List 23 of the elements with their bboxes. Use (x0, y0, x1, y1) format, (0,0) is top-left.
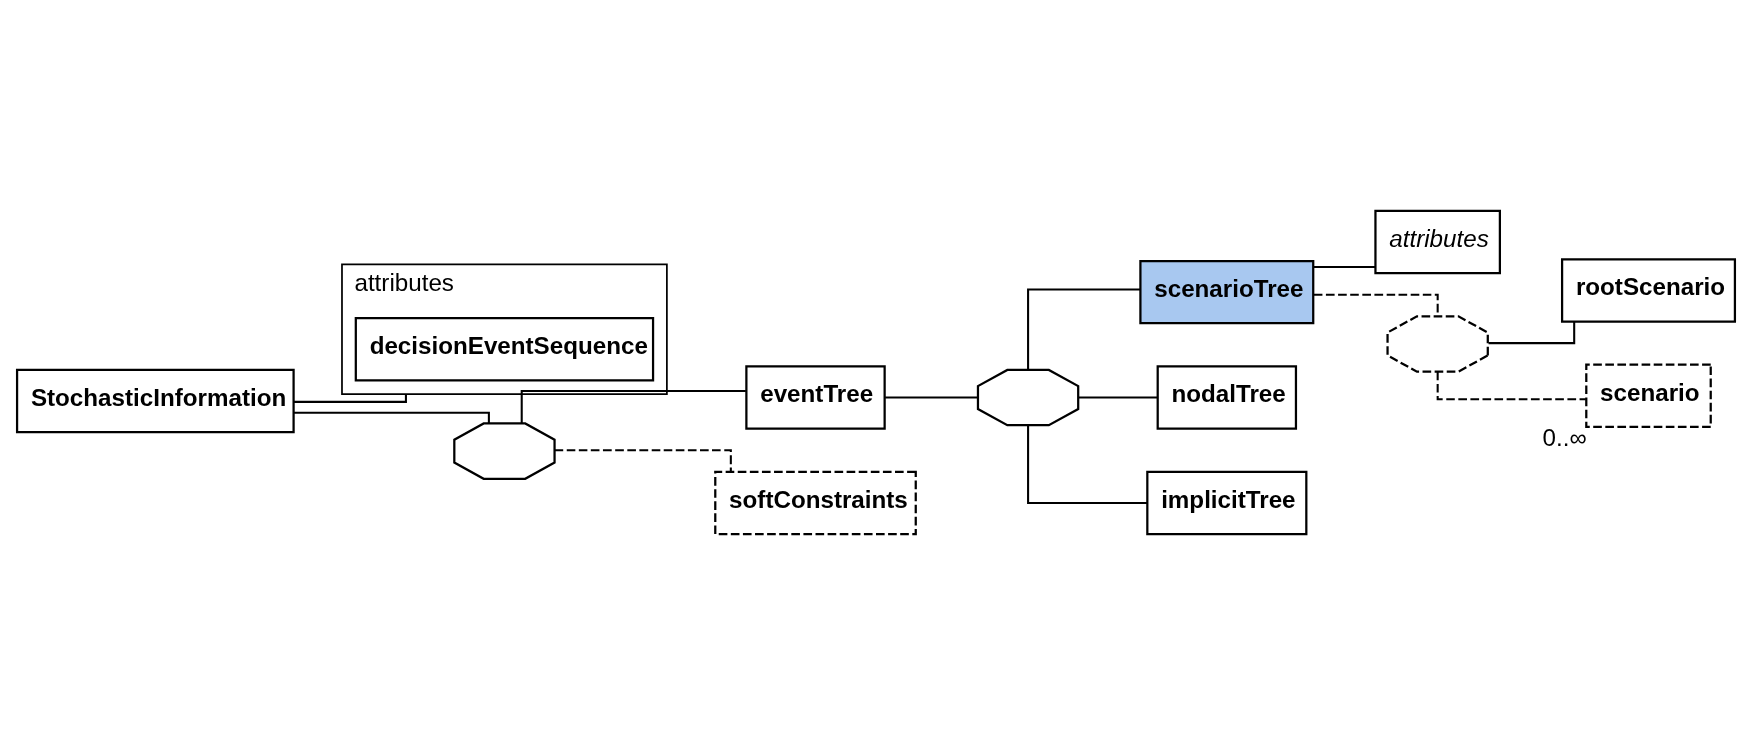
connector (885, 396, 978, 399)
node-octagon (976, 368, 1080, 426)
connector (1027, 288, 1141, 370)
node-octagon (1386, 314, 1489, 373)
connector (1313, 265, 1376, 268)
node-label: 0..∞ (1542, 423, 1587, 451)
connector (1027, 424, 1148, 504)
node-box: attributes (1374, 209, 1501, 274)
connector (1436, 371, 1586, 400)
node-octagon (453, 421, 556, 480)
connector (293, 411, 490, 423)
connector (520, 389, 746, 423)
node-box: scenario (1585, 363, 1712, 428)
node-box: softConstraints (714, 470, 917, 535)
node-box: scenarioTree (1139, 259, 1315, 324)
node-box: implicitTree (1146, 470, 1308, 535)
connector (1078, 396, 1158, 399)
node-box: decisionEventSequence (354, 316, 655, 381)
node-box: rootScenario (1560, 257, 1737, 323)
node-box: StochasticInformation (15, 368, 295, 433)
node-box: eventTree (745, 364, 886, 430)
connector (293, 393, 407, 403)
node-box: nodalTree (1156, 364, 1298, 430)
